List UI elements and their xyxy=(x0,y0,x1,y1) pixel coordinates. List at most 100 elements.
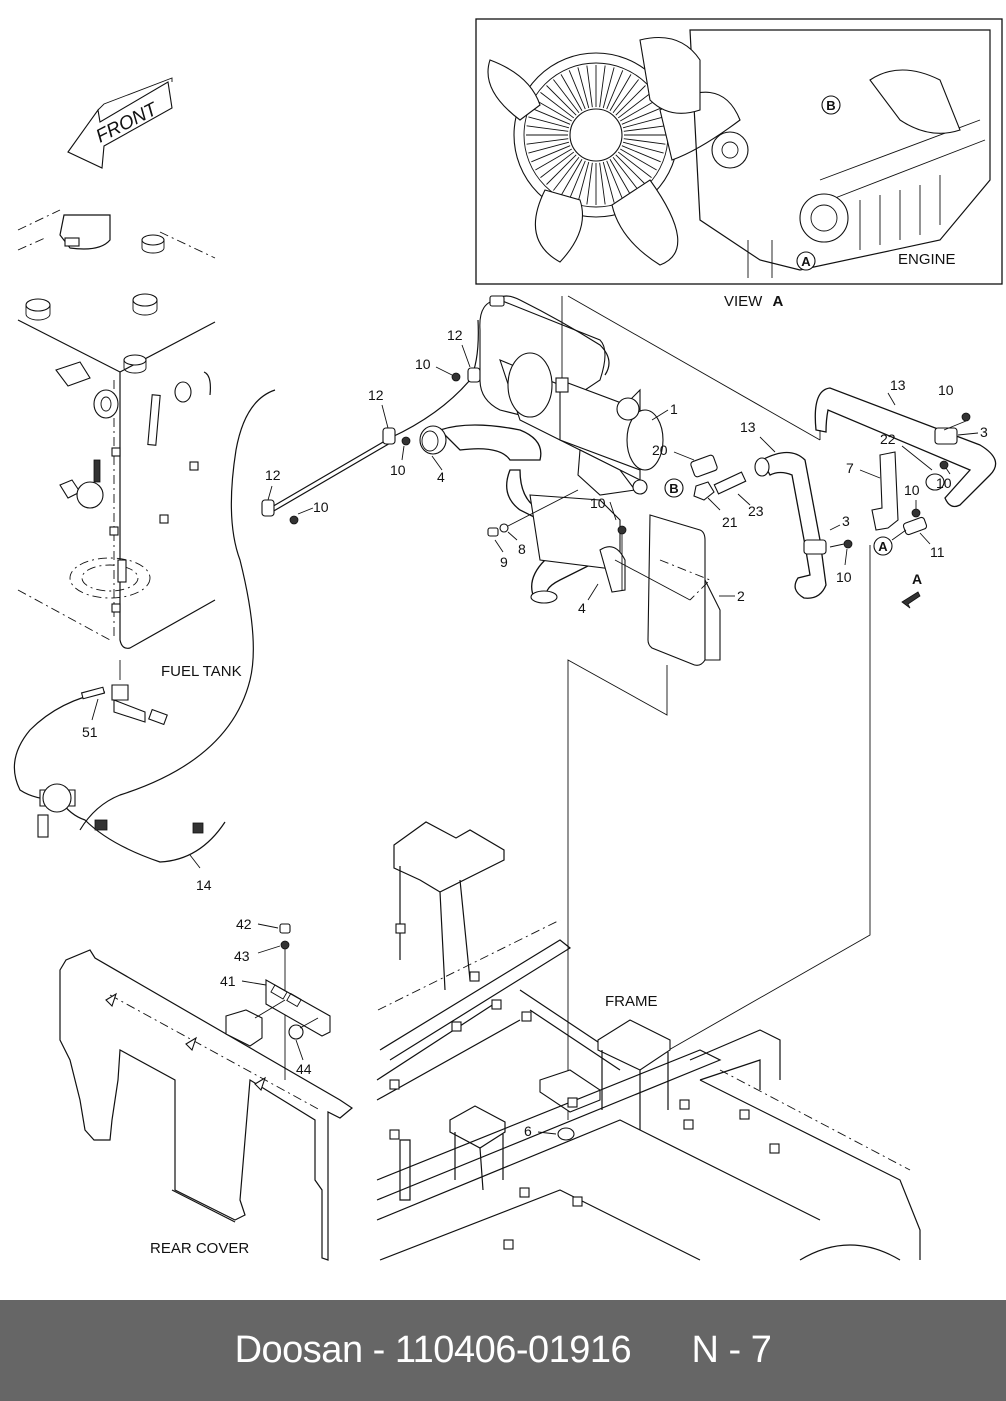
frame-bolt xyxy=(519,1187,530,1198)
frame-label: FRAME xyxy=(605,993,658,1010)
footer-gap xyxy=(631,1329,691,1372)
callout-43: 43 xyxy=(234,948,250,964)
callout-11: 11 xyxy=(930,544,945,560)
callout-13-mid: 13 xyxy=(740,419,756,435)
fan-fin xyxy=(535,148,572,171)
inset-callout-b: B xyxy=(826,98,835,113)
fan-illustration xyxy=(487,52,741,266)
connector-b-hardware: B 20 21 23 xyxy=(652,442,764,530)
fan-fin xyxy=(623,138,666,145)
engine-label: ENGINE xyxy=(898,251,956,268)
fan-fin xyxy=(560,74,583,111)
callout-10-top: 10 xyxy=(415,356,431,372)
callout-23: 23 xyxy=(748,503,764,519)
fan-fin xyxy=(540,92,575,119)
frame-bolt xyxy=(491,999,502,1010)
callout-10-left: 10 xyxy=(313,499,329,515)
inset-view-a: B A ENGINE xyxy=(475,18,1003,285)
mount-plate: 2 xyxy=(567,514,745,1120)
fan-fin xyxy=(599,162,606,205)
front-arrow: FRONT xyxy=(67,77,173,169)
marker-b: B xyxy=(669,481,678,496)
callout-7: 7 xyxy=(846,460,854,476)
frame-bolt xyxy=(521,1011,532,1022)
rear-cover: REAR COVER 42 43 41 44 xyxy=(59,916,354,1261)
frame-bolt xyxy=(683,1119,694,1130)
rear-cover-label: REAR COVER xyxy=(150,1240,249,1257)
engine-illustration xyxy=(639,29,991,278)
view-label: VIEW A xyxy=(724,293,784,310)
fan-fin xyxy=(617,92,652,119)
fan-fin xyxy=(621,145,661,163)
fan-fin xyxy=(540,151,575,178)
footer-separator: - xyxy=(362,1329,395,1371)
callout-12-top: 12 xyxy=(447,327,463,343)
frame-bolt xyxy=(567,1097,578,1108)
fan-fin xyxy=(599,65,606,108)
callout-41: 41 xyxy=(220,973,236,989)
fan-fin xyxy=(615,85,646,116)
frame-bolt xyxy=(451,1021,462,1032)
fan-fin xyxy=(526,138,569,145)
fan-fin xyxy=(622,116,664,129)
callout-10-mid: 10 xyxy=(390,462,406,478)
fan-fin xyxy=(577,67,590,109)
fan-fin xyxy=(606,160,624,200)
fan-fin xyxy=(568,70,586,110)
callout-20: 20 xyxy=(652,442,668,458)
fan-fin xyxy=(620,99,657,122)
hose-13-mid: 13 3 10 xyxy=(740,419,853,599)
frame-bolt xyxy=(572,1196,583,1207)
heater-unit: 1 xyxy=(479,295,821,496)
callout-12-left: 12 xyxy=(265,467,281,483)
callout-10-right-mid: 10 xyxy=(936,475,952,491)
fan-fin xyxy=(586,162,593,205)
frame-bolt xyxy=(395,923,406,934)
fan-fin xyxy=(577,161,590,203)
callout-12-mid: 12 xyxy=(368,387,384,403)
footer-brand: Doosan xyxy=(234,1329,363,1371)
fan-fin xyxy=(621,107,661,125)
frame-bolt xyxy=(389,1079,400,1090)
fan-fin xyxy=(535,99,572,122)
callout-21: 21 xyxy=(722,514,738,530)
fan-fin xyxy=(553,156,580,191)
air-ducts: 4 4 10 xyxy=(419,424,627,616)
parts-diagram: FRONT B xyxy=(13,18,1003,1261)
footer-bar: Doosan - 110406-01916 N - 7 xyxy=(0,1300,1006,1401)
direction-marker-label: A xyxy=(912,571,922,587)
callout-10-right-top: 10 xyxy=(938,382,954,398)
fan-fin xyxy=(617,151,652,178)
marker-a: A xyxy=(878,539,888,554)
wire-harness: 12 10 12 10 12 10 xyxy=(261,319,481,525)
fan-fin xyxy=(568,160,586,200)
frame-bolt xyxy=(769,1143,780,1154)
fuel-line-14: 14 51 xyxy=(13,389,276,893)
hose-13-right: 13 10 3 7 22 10 10 11 A A xyxy=(659,377,997,1056)
callout-51: 51 xyxy=(82,724,98,740)
fan-fin xyxy=(602,161,615,203)
fan-fin xyxy=(609,74,632,111)
fan-fin xyxy=(553,79,580,114)
fan-fin xyxy=(526,125,569,132)
fan-fin xyxy=(546,154,577,185)
fan-fin xyxy=(531,145,571,163)
fan-fin xyxy=(528,116,570,129)
callout-22: 22 xyxy=(880,431,896,447)
callout-2: 2 xyxy=(737,588,745,604)
direction-arrow-icon xyxy=(901,591,921,609)
callout-3-mid: 3 xyxy=(842,513,850,529)
callout-4-lower: 4 xyxy=(578,600,586,616)
fuel-tank-label: FUEL TANK xyxy=(161,663,242,680)
fan-fin xyxy=(586,65,593,108)
callout-10-mid-right: 10 xyxy=(836,569,852,585)
fan-fin xyxy=(531,107,571,125)
inset-callout-a: A xyxy=(801,254,811,269)
callout-14: 14 xyxy=(196,877,212,893)
callout-4-upper: 4 xyxy=(437,469,445,485)
footer-part-number: 110406-01916 xyxy=(394,1329,632,1371)
fan-fin xyxy=(623,125,666,132)
bolt-washer: 9 8 xyxy=(487,489,579,570)
callout-44: 44 xyxy=(296,1061,312,1077)
fan-fin xyxy=(620,148,657,171)
